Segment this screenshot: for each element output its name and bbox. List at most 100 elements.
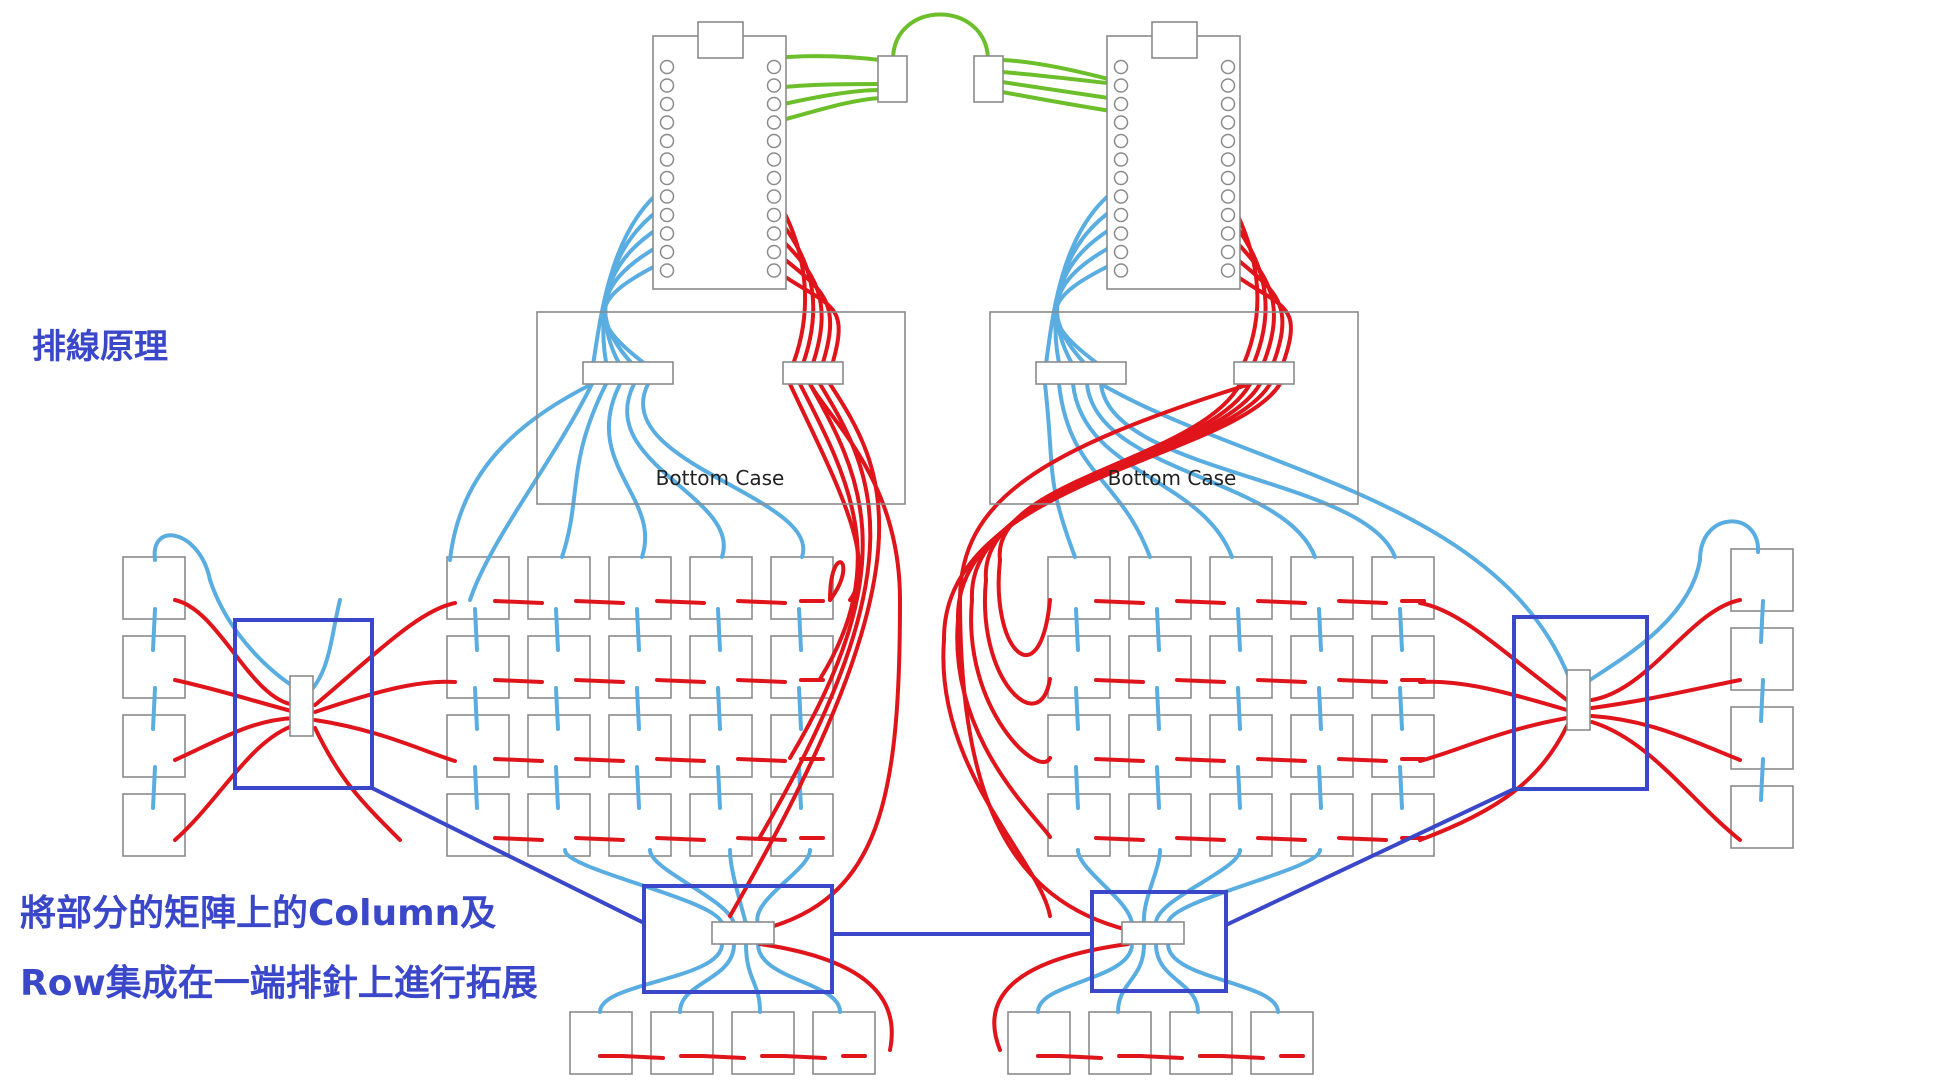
pin: [1113, 78, 1129, 93]
column-link: [151, 765, 157, 810]
key-switch: [569, 1011, 633, 1075]
column-wire: [625, 382, 726, 559]
controller-board: [1106, 35, 1241, 290]
pin: [1220, 170, 1236, 186]
row-wire: [1590, 720, 1742, 842]
highlight-box: [642, 884, 834, 994]
link-wire: [891, 12, 990, 60]
column-wire: [1141, 848, 1162, 926]
pin-header: [877, 55, 908, 103]
row-link: [1256, 757, 1307, 763]
pin: [766, 226, 782, 241]
pin: [659, 263, 675, 278]
controller-board: [652, 35, 787, 290]
column-wire: [1154, 942, 1200, 1014]
row-link: [1337, 599, 1388, 605]
row-link: [655, 836, 706, 842]
column-link: [716, 607, 722, 652]
row-wire: [313, 718, 457, 763]
row-link: [655, 599, 706, 605]
pin: [1220, 244, 1236, 260]
column-link: [1398, 607, 1404, 652]
pin-header: [582, 361, 674, 385]
row-link: [736, 757, 787, 763]
pin: [1113, 59, 1129, 75]
row-wire: [1418, 716, 1569, 763]
column-link: [635, 686, 641, 731]
pin: [1220, 207, 1236, 223]
row-wire: [313, 601, 457, 707]
pin: [766, 152, 782, 167]
pin: [1220, 226, 1236, 241]
column-link: [1236, 607, 1242, 652]
column-link: [797, 686, 803, 731]
pin: [766, 170, 782, 186]
pin: [659, 170, 675, 186]
column-wire: [1116, 942, 1146, 1014]
column-link: [1317, 765, 1323, 810]
row-link: [1175, 757, 1226, 763]
row-link: [1175, 678, 1226, 684]
column-wire: [598, 942, 724, 1014]
key-switch: [1088, 1011, 1152, 1075]
pin-header: [289, 675, 314, 737]
column-wire: [1588, 519, 1761, 682]
row-link: [574, 678, 625, 684]
highlight-boxes: [233, 615, 1649, 994]
pin-header: [711, 921, 775, 945]
pin: [1113, 189, 1129, 204]
key-switch: [1371, 556, 1435, 620]
column-link: [1236, 686, 1242, 731]
pin: [659, 152, 675, 167]
row-wire: [955, 382, 1272, 839]
column-link: [716, 686, 722, 731]
column-wire: [1099, 382, 1572, 682]
highlight-box: [1090, 890, 1228, 993]
key-switch: [608, 714, 672, 778]
column-wire: [1076, 848, 1134, 926]
column-link: [635, 765, 641, 810]
pin: [766, 207, 782, 223]
column-link: [1155, 607, 1161, 652]
row-wire: [1590, 678, 1742, 710]
pin: [1113, 263, 1129, 278]
column-link: [635, 607, 641, 652]
column-wire: [1036, 942, 1134, 1014]
pin: [1113, 207, 1129, 223]
column-link: [1074, 686, 1080, 731]
wires: [151, 12, 1765, 1060]
column-link: [1759, 678, 1765, 723]
key-switch: [689, 635, 753, 699]
pin: [1220, 133, 1236, 149]
page-title: 排線原理: [32, 327, 168, 367]
row-link: [1139, 1054, 1184, 1060]
pin: [659, 115, 675, 130]
column-link: [1398, 686, 1404, 731]
row-wire: [996, 382, 1242, 657]
column-wire: [1043, 382, 1077, 559]
pin: [766, 263, 782, 278]
row-link: [1337, 836, 1388, 842]
key-switch: [1128, 556, 1192, 620]
row-link: [1256, 836, 1307, 842]
pin: [1220, 115, 1236, 130]
row-wire: [992, 942, 1130, 1052]
pin: [766, 59, 782, 75]
row-link: [736, 836, 787, 842]
row-wire: [1590, 714, 1742, 762]
column-wire: [152, 533, 302, 692]
pin-header: [1566, 669, 1591, 731]
row-wire: [1418, 601, 1569, 702]
row-wire: [773, 268, 841, 374]
column-wire: [560, 382, 608, 559]
column-link: [473, 686, 479, 731]
row-wire: [957, 382, 1252, 932]
column-wire: [1154, 848, 1242, 926]
column-link: [1317, 607, 1323, 652]
column-link: [1236, 765, 1242, 810]
usb-port: [697, 21, 744, 59]
key-switch: [1047, 556, 1111, 620]
pin: [659, 207, 675, 223]
column-link: [1317, 686, 1323, 731]
row-link: [1256, 599, 1307, 605]
